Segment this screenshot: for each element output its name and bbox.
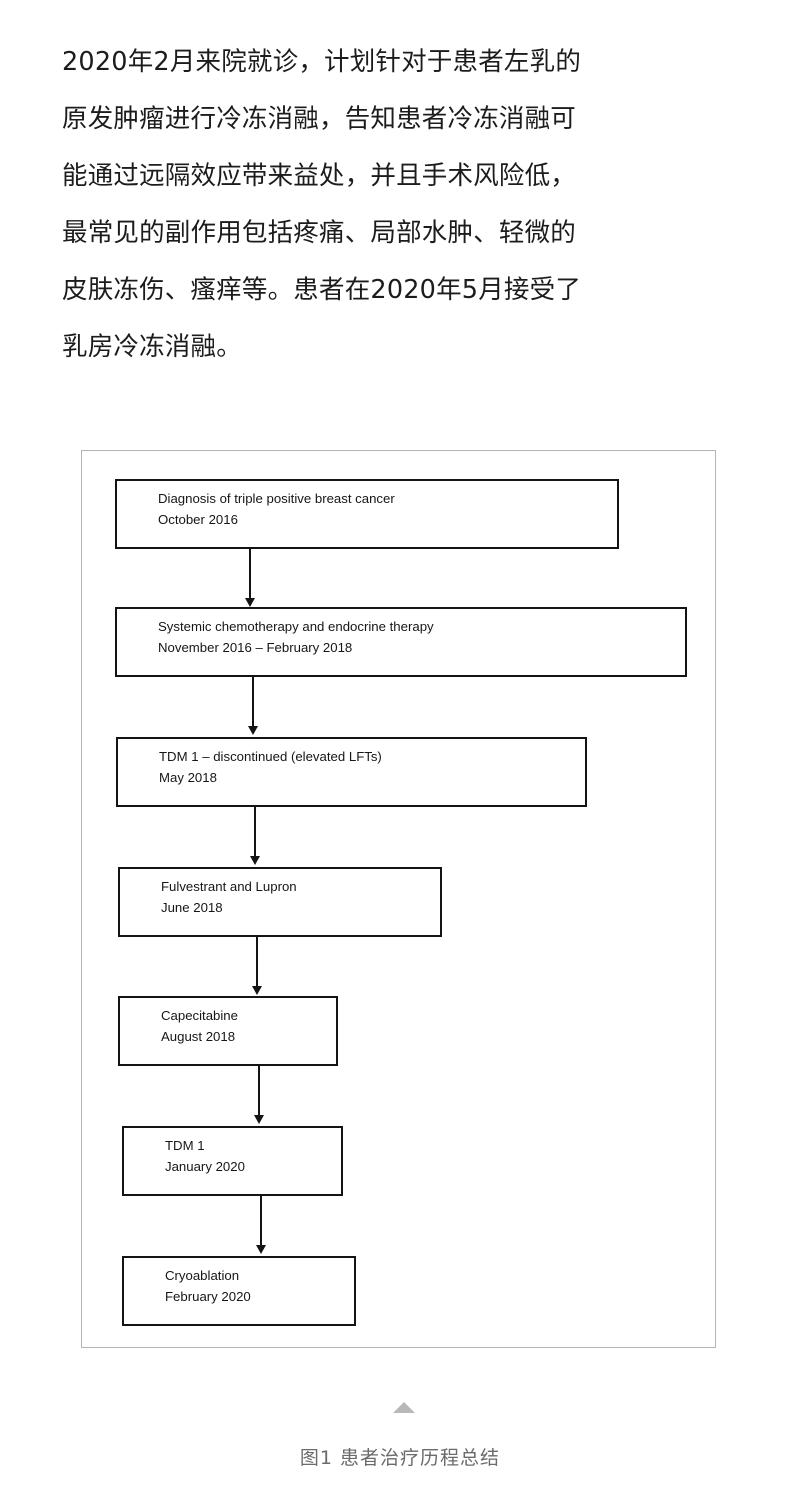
flow-node-title: TDM 1 – discontinued (elevated LFTs) <box>159 749 382 764</box>
flow-node-text: Fulvestrant and Lupron June 2018 <box>161 877 434 918</box>
flow-node-title: Systemic chemotherapy and endocrine ther… <box>158 619 434 634</box>
arrow-stem <box>258 1066 260 1115</box>
flow-node-date: February 2020 <box>165 1288 251 1304</box>
flow-node-date: August 2018 <box>161 1028 236 1044</box>
figure-caption: 图1 患者治疗历程总结 <box>299 1447 501 1469</box>
paragraph-line: 原发肿瘤进行冷冻消融，告知患者冷冻消融可 <box>62 104 577 134</box>
flow-node-title: Cryoablation <box>165 1268 240 1283</box>
flow-node-title: Diagnosis of triple positive breast canc… <box>158 491 395 506</box>
paragraph-line: 乳房冷冻消融。 <box>62 332 242 362</box>
flow-node-diagnosis: Diagnosis of triple positive breast canc… <box>115 479 619 549</box>
flow-node-cryoablation: Cryoablation February 2020 <box>122 1256 356 1326</box>
flow-node-capecitabine: Capecitabine August 2018 <box>118 996 338 1066</box>
paragraph-line: 能通过远隔效应带来益处，并且手术风险低， <box>62 161 577 191</box>
collapse-caret-icon[interactable] <box>393 1402 415 1413</box>
treatment-flowchart: Diagnosis of triple positive breast canc… <box>82 451 715 1347</box>
paragraph-line: 最常见的副作用包括疼痛、局部水肿、轻微的 <box>62 218 577 248</box>
flow-node-text: Cryoablation February 2020 <box>165 1266 348 1307</box>
flow-node-date: June 2018 <box>161 899 223 915</box>
flow-node-date: May 2018 <box>159 769 217 785</box>
arrow-stem <box>249 549 251 598</box>
arrow-stem <box>256 937 258 986</box>
flow-node-text: Capecitabine August 2018 <box>161 1006 330 1047</box>
flow-node-date: January 2020 <box>165 1158 245 1174</box>
arrow-head-icon <box>256 1245 266 1254</box>
flow-node-title: Fulvestrant and Lupron <box>161 879 297 894</box>
flow-node-text: TDM 1 – discontinued (elevated LFTs) May… <box>159 747 579 788</box>
flow-node-fulvestrant-lupron: Fulvestrant and Lupron June 2018 <box>118 867 442 937</box>
flow-node-tdm1-discontinued: TDM 1 – discontinued (elevated LFTs) May… <box>116 737 587 807</box>
flow-node-title: Capecitabine <box>161 1008 238 1023</box>
arrow-head-icon <box>245 598 255 607</box>
article-paragraph: 2020年2月来院就诊，计划针对于患者左乳的 原发肿瘤进行冷冻消融，告知患者冷冻… <box>62 34 742 376</box>
flow-node-chemo-endocrine: Systemic chemotherapy and endocrine ther… <box>115 607 687 677</box>
flow-node-text: TDM 1 January 2020 <box>165 1136 335 1177</box>
arrow-stem <box>260 1196 262 1245</box>
arrow-head-icon <box>248 726 258 735</box>
flow-node-text: Systemic chemotherapy and endocrine ther… <box>158 617 679 658</box>
arrow-head-icon <box>254 1115 264 1124</box>
flow-node-date: October 2016 <box>158 511 238 527</box>
arrow-head-icon <box>250 856 260 865</box>
arrow-stem <box>252 677 254 726</box>
flow-node-text: Diagnosis of triple positive breast canc… <box>158 489 611 530</box>
flow-node-date: November 2016 – February 2018 <box>158 639 353 655</box>
flow-node-tdm1-restart: TDM 1 January 2020 <box>122 1126 343 1196</box>
figure-container: Diagnosis of triple positive breast canc… <box>81 450 716 1348</box>
paragraph-line: 皮肤冻伤、瘙痒等。患者在2020年5月接受了 <box>62 275 582 305</box>
flow-node-title: TDM 1 <box>165 1138 205 1153</box>
arrow-stem <box>254 807 256 856</box>
arrow-head-icon <box>252 986 262 995</box>
paragraph-line: 2020年2月来院就诊，计划针对于患者左乳的 <box>62 47 582 77</box>
